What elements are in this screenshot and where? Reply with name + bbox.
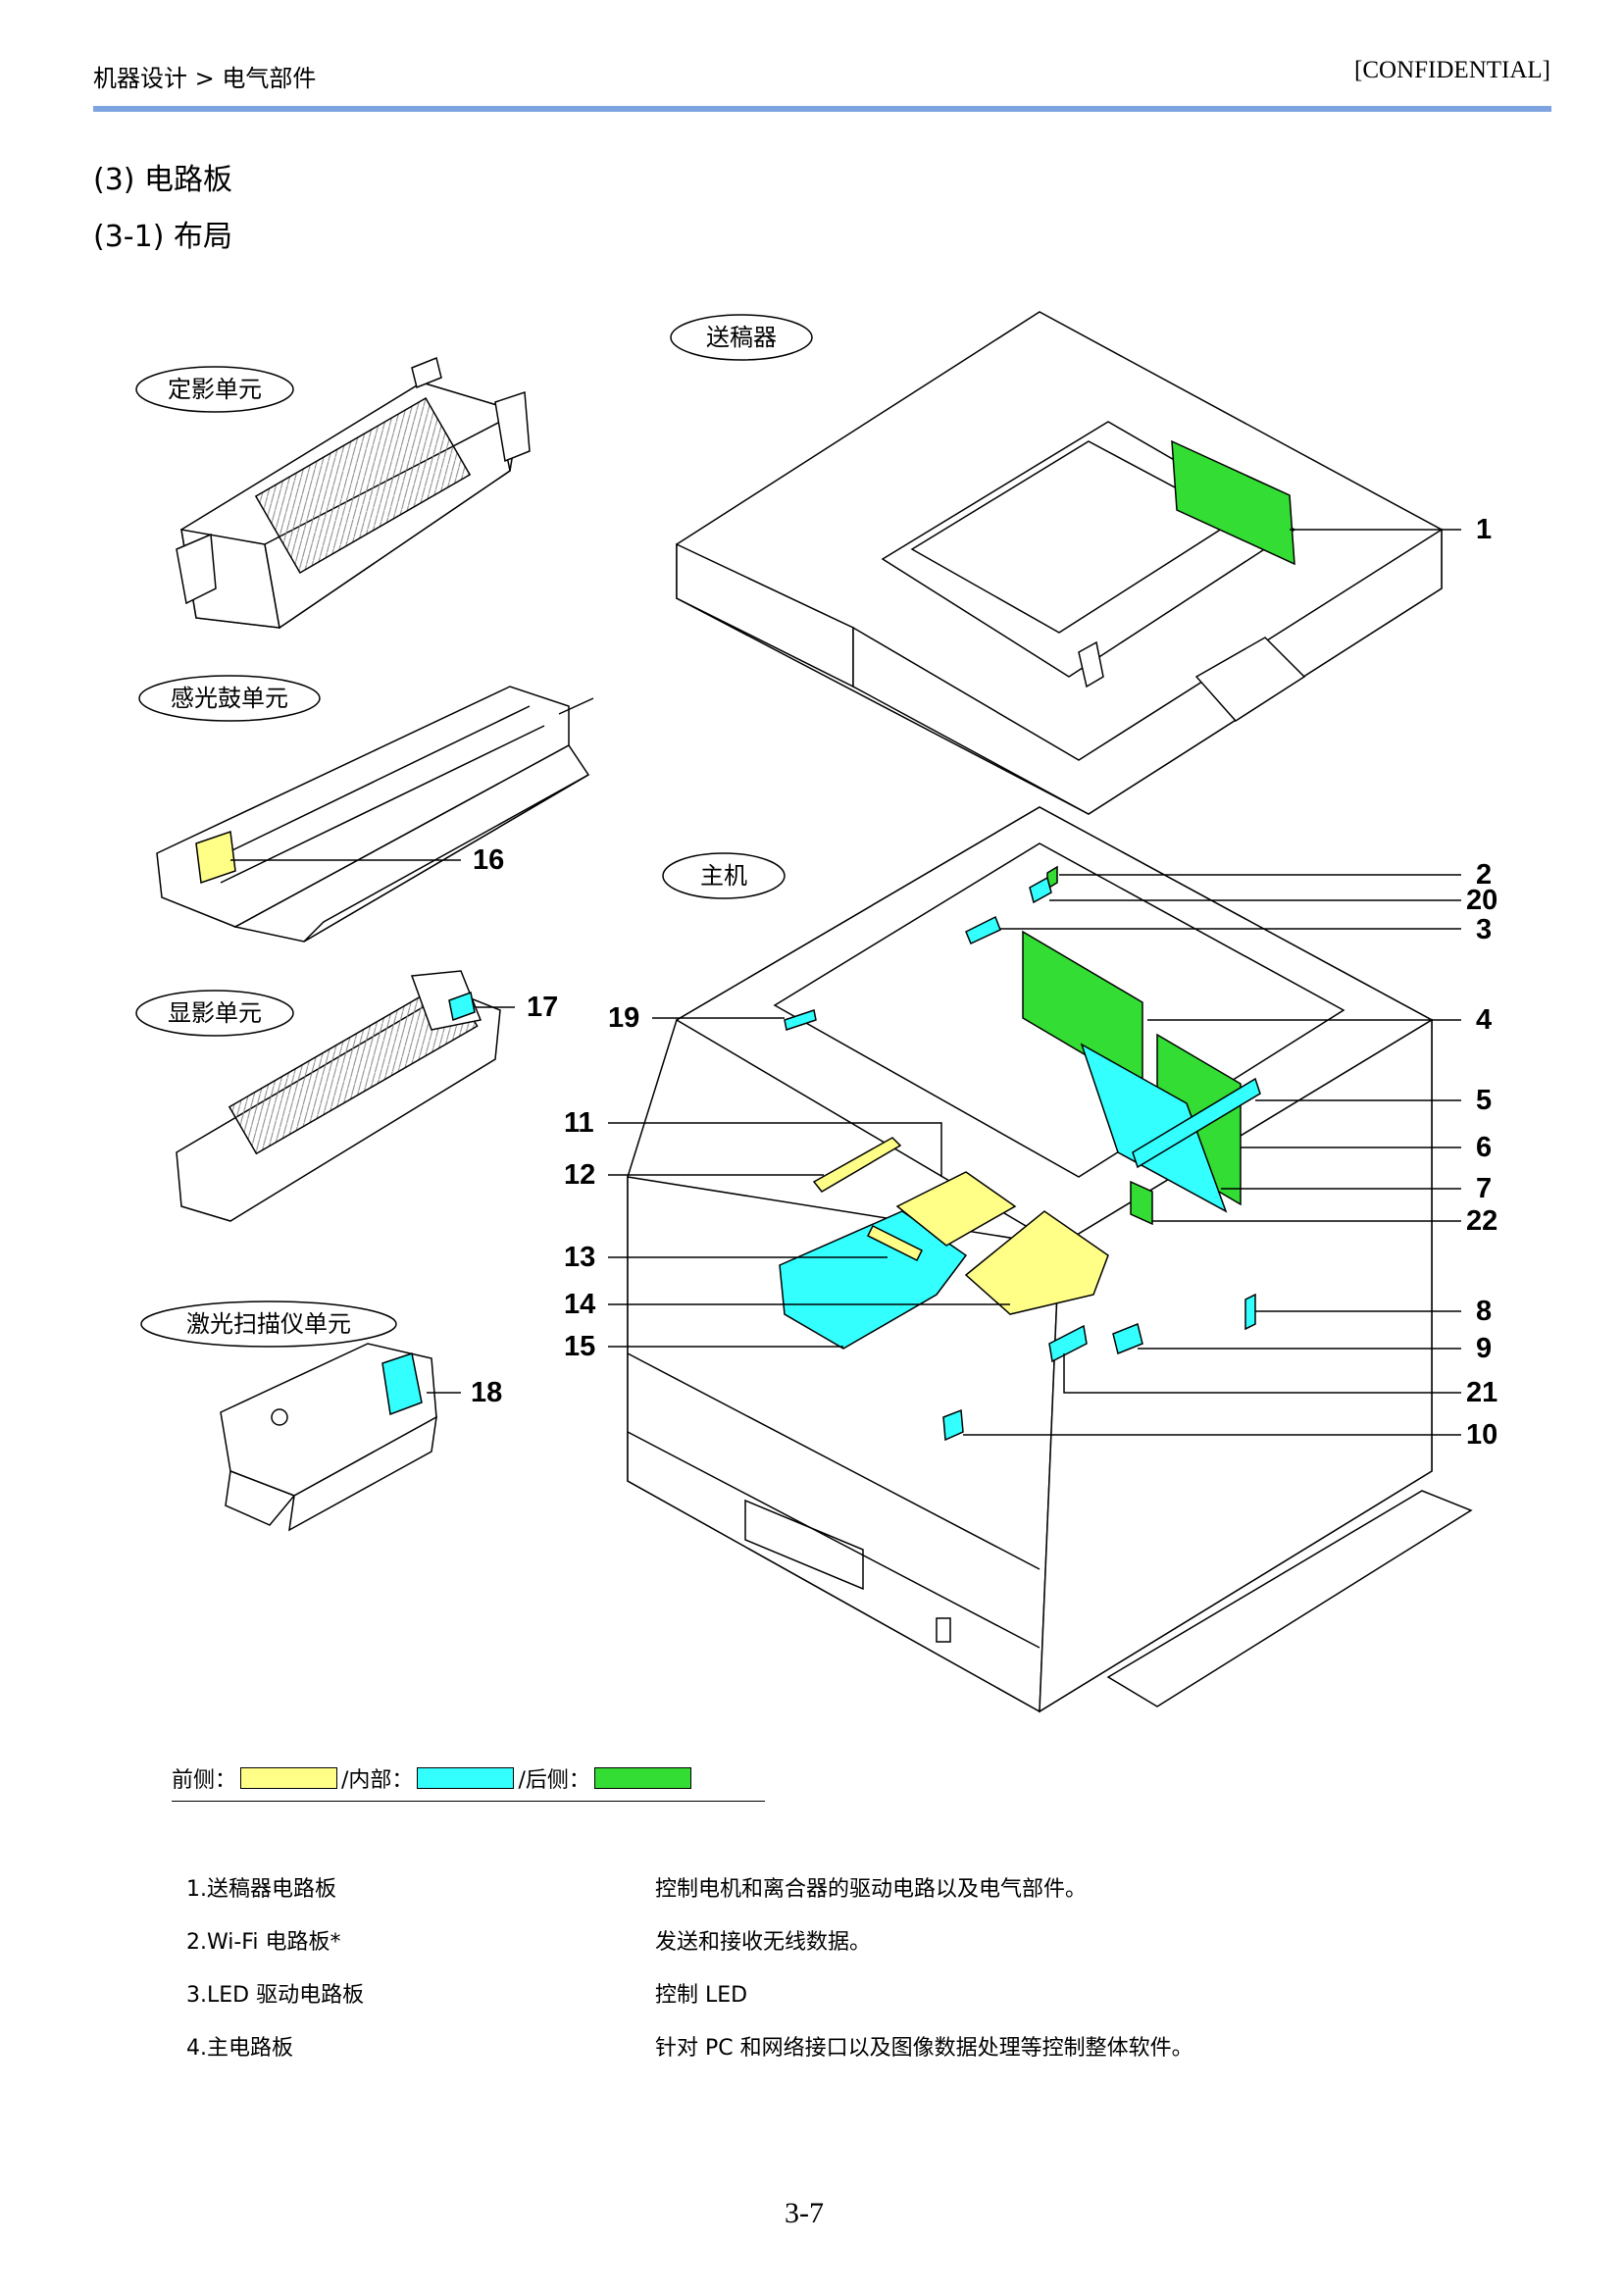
confidential-tag: [CONFIDENTIAL] xyxy=(1354,57,1550,83)
board-desc-4: 针对 PC 和网络接口以及图像数据处理等控制整体软件。 xyxy=(655,2036,1193,2061)
main-bubble: 主机 xyxy=(662,852,786,899)
adf-bubble: 送稿器 xyxy=(670,314,813,361)
legend-rear-label: /后侧： xyxy=(518,1768,590,1793)
board-name-4: 4.主电路板 xyxy=(186,2036,293,2061)
legend-inner-swatch xyxy=(417,1767,515,1789)
legend-rear-swatch xyxy=(593,1767,691,1789)
callout-1: 1 xyxy=(1476,514,1492,545)
callout-19: 19 xyxy=(608,1002,639,1034)
callout-5: 5 xyxy=(1476,1085,1492,1116)
board-layout-diagram: 送稿器 定影单元 感光鼓单元 显影单元 主机 激光扫描仪单元 xyxy=(135,311,1497,1713)
drum-bubble: 感光鼓单元 xyxy=(138,675,321,722)
callout-8: 8 xyxy=(1476,1296,1492,1327)
header-rule xyxy=(93,106,1551,112)
legend-inner-label: /内部： xyxy=(341,1768,414,1793)
developer-label: 显影单元 xyxy=(168,999,262,1027)
adf-drawing xyxy=(676,311,1443,815)
laser-unit-drawing xyxy=(220,1343,437,1532)
main-label: 主机 xyxy=(700,862,747,890)
callout-10: 10 xyxy=(1466,1419,1497,1451)
laser-label: 激光扫描仪单元 xyxy=(186,1310,351,1338)
adf-label: 送稿器 xyxy=(706,324,777,351)
page-number: 3-7 xyxy=(785,2197,824,2229)
color-legend: 前侧： /内部： /后侧： xyxy=(172,1756,765,1802)
section-subtitle: (3-1) 布局 xyxy=(93,220,232,254)
board-name-2: 2.Wi-Fi 电路板* xyxy=(186,1930,341,1955)
callout-3: 3 xyxy=(1476,914,1492,945)
board-desc-2: 发送和接收无线数据。 xyxy=(655,1930,872,1955)
callout-9: 9 xyxy=(1476,1333,1492,1364)
callout-22: 22 xyxy=(1466,1205,1497,1237)
callout-numbers: 1 2 20 3 4 5 6 7 22 8 9 21 10 11 12 13 1… xyxy=(471,514,1497,1451)
callout-14: 14 xyxy=(564,1289,595,1320)
board-name-3: 3.LED 驱动电路板 xyxy=(186,1983,365,2008)
fuser-label: 定影单元 xyxy=(168,376,262,403)
callout-21: 21 xyxy=(1466,1377,1497,1408)
fuser-bubble: 定影单元 xyxy=(135,366,294,413)
callout-11: 11 xyxy=(564,1107,594,1139)
fuser-unit-drawing xyxy=(176,356,531,630)
breadcrumb: 机器设计 > 电气部件 xyxy=(93,65,317,92)
section-title: (3) 电路板 xyxy=(93,163,233,197)
laser-bubble: 激光扫描仪单元 xyxy=(140,1300,397,1348)
callout-20: 20 xyxy=(1466,885,1497,916)
callout-17: 17 xyxy=(527,992,558,1023)
callout-7: 7 xyxy=(1476,1173,1492,1204)
board-desc-1: 控制电机和离合器的驱动电路以及电气部件。 xyxy=(655,1877,1088,1902)
board-name-1: 1.送稿器电路板 xyxy=(186,1877,336,1902)
callout-13: 13 xyxy=(564,1242,595,1273)
leader-lines xyxy=(230,529,1461,1436)
callout-18: 18 xyxy=(471,1377,502,1408)
drum-label: 感光鼓单元 xyxy=(171,685,288,712)
drum-unit-drawing xyxy=(156,686,594,943)
developer-bubble: 显影单元 xyxy=(135,990,294,1037)
callout-12: 12 xyxy=(564,1159,595,1191)
legend-front-swatch xyxy=(240,1767,338,1789)
callout-4: 4 xyxy=(1476,1004,1492,1036)
callout-6: 6 xyxy=(1476,1132,1492,1163)
callout-16: 16 xyxy=(473,844,504,876)
callout-2: 2 xyxy=(1476,859,1492,891)
legend-front-label: 前侧： xyxy=(172,1768,237,1793)
callout-15: 15 xyxy=(564,1331,595,1362)
board-desc-3: 控制 LED xyxy=(655,1983,748,2008)
developer-unit-drawing xyxy=(176,970,501,1222)
main-body-drawing xyxy=(627,806,1473,1713)
